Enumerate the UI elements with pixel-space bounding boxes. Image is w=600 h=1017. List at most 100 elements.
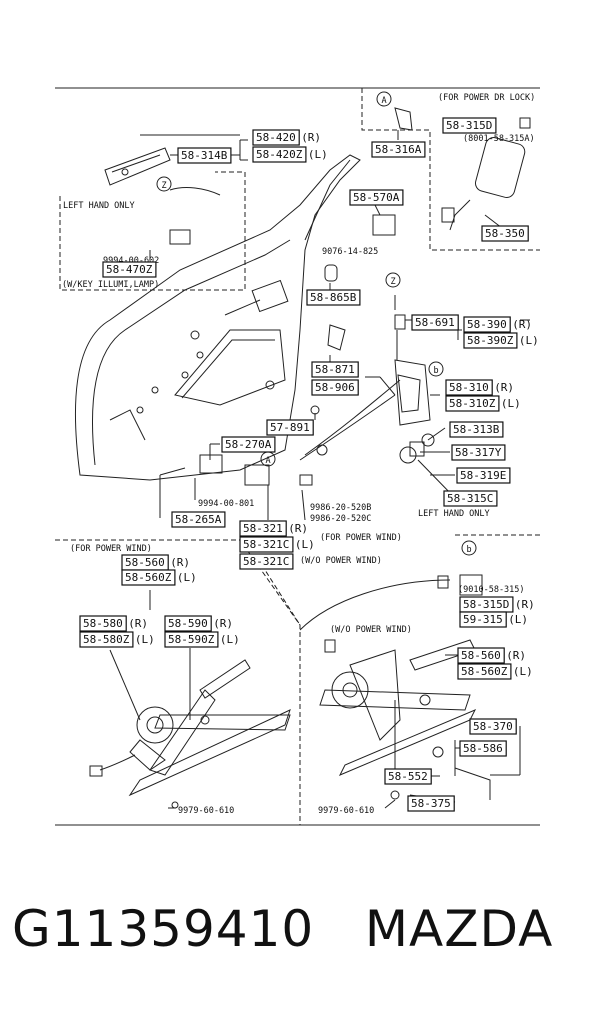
part-label-box [443, 490, 498, 507]
part-label-box [407, 795, 455, 812]
part-label-l15: 58-871 [311, 361, 359, 378]
part-number-text: 58-590 [168, 617, 208, 630]
power-window-section-border [55, 539, 301, 825]
part-label-box [349, 189, 404, 206]
part-label-l14: 58-390Z(L) [463, 332, 539, 349]
part-label-box [459, 611, 507, 628]
part-label-l30: 58-321C(L) [239, 536, 315, 553]
part-number-text: 9986-20-520B [310, 503, 371, 513]
part-label-l23: 58-319E [456, 467, 511, 484]
side-suffix: (R) [506, 649, 526, 662]
part-number-text: 58-470Z [106, 263, 153, 276]
part-number-text: 59-315 [463, 613, 503, 626]
inner-handle [104, 137, 526, 245]
part-number-text: 58-370 [473, 720, 513, 733]
part-number-text: 58-314B [181, 149, 228, 162]
part-number-text: 57-891 [270, 421, 310, 434]
part-label-l45: 58-375 [407, 795, 455, 812]
part-label-l10: 9076-14-825 [322, 247, 378, 257]
part-number-text: 58-319E [460, 469, 506, 482]
part-number-text: 9979-60-610 [318, 806, 374, 816]
part-label-l13: 58-390 (R) [463, 316, 532, 333]
callout-b-2: b [466, 545, 471, 555]
part-label-l4: 9994-00-602 [103, 256, 159, 266]
part-number-text: 58-560Z [125, 571, 172, 584]
part-number-text: 58-375 [411, 797, 451, 810]
part-label-box [252, 129, 300, 146]
callout-b-1: b [433, 366, 438, 376]
part-label-l17: 58-310(R) [445, 379, 514, 396]
note-key-illumi: (W/KEY ILLUMI,LAMP) [62, 280, 159, 290]
note-power-dr-lock: (FOR POWER DR LOCK) [438, 93, 535, 103]
leader-lines [109, 130, 530, 809]
part-number-text: 58-317Y [455, 446, 502, 459]
side-suffix: (R) [512, 318, 532, 331]
part-number-text: 58-321 [243, 522, 283, 535]
part-number-text: 58-906 [315, 381, 355, 394]
part-label-box [449, 421, 504, 438]
part-number-caption: G11359410 MAZDA [12, 900, 554, 958]
part-label-box [469, 718, 517, 735]
part-label-l36: 58-590 (R) [164, 615, 233, 632]
part-label-box [463, 316, 511, 333]
part-number-text: 9994-00-801 [198, 499, 254, 509]
part-label-box [171, 511, 226, 528]
part-label-l12: 58-691 [411, 314, 459, 331]
part-label-box [177, 147, 232, 164]
part-number-text: 58-315D [463, 598, 509, 611]
side-suffix: (L) [295, 538, 315, 551]
part-number-text: 9979-60-610 [178, 806, 234, 816]
part-label-box [239, 536, 294, 553]
part-label-box [445, 379, 493, 396]
part-label-l1: 58-420(R) [252, 129, 321, 146]
part-number-text: 58-560Z [461, 665, 508, 678]
side-suffix: (L) [513, 665, 533, 678]
part-label-box [463, 332, 518, 349]
part-label-l2: 58-420Z(L) [252, 146, 328, 163]
part-number-text: 58-390 [467, 318, 507, 331]
part-label-box [371, 141, 426, 158]
callout-a-1: A [381, 96, 386, 106]
part-number-text: 58-270A [225, 438, 272, 451]
part-number-text: 58-865B [310, 291, 357, 304]
part-label-l21: 58-270A [221, 436, 276, 453]
power-lock-section-border [361, 88, 540, 251]
part-label-box [79, 615, 127, 632]
side-suffix: (L) [135, 633, 155, 646]
part-label-box [445, 395, 500, 412]
part-labels: 58-420(R)58-420Z(L)58-314B9994-00-60258-… [79, 117, 539, 816]
callout-circles: A Z Z b A b [156, 91, 477, 556]
part-number-text: 58-420 [256, 131, 296, 144]
side-suffix: (R) [288, 522, 308, 535]
part-label-l38: 58-315D(R) [459, 596, 535, 613]
part-number-text: 58-560 [461, 649, 501, 662]
part-label-l26: 9986-20-520C [310, 514, 371, 524]
note-part-8001: (8001-58-315A) [463, 134, 535, 144]
side-suffix: (L) [177, 571, 197, 584]
door-panel [74, 154, 361, 481]
part-label-l44: 58-552 [384, 768, 432, 785]
side-suffix: (R) [128, 617, 148, 630]
part-label-l47: 9979-60-610 [318, 806, 374, 816]
part-label-l3: 58-314B [177, 147, 232, 164]
note-power-wind-left: (FOR POWER WIND) [70, 544, 152, 554]
part-number-text: 58-552 [388, 770, 428, 783]
side-suffix: (L) [220, 633, 240, 646]
part-label-box [384, 768, 432, 785]
part-label-l40: 58-560 (R) [457, 647, 526, 664]
callout-z-2: Z [390, 277, 395, 287]
part-number-text: 58-580 [83, 617, 123, 630]
notes: (FOR POWER DR LOCK) (8001-58-315A) LEFT … [62, 93, 535, 635]
door-lock-assembly [299, 330, 435, 464]
part-label-box [239, 553, 294, 570]
note-left-hand-only-2: LEFT HAND ONLY [418, 509, 490, 519]
part-number-text: 58-590Z [168, 633, 215, 646]
part-label-box [451, 444, 506, 461]
note-power-wind-mid: (FOR POWER WIND) [320, 533, 402, 543]
small-parts [199, 107, 531, 800]
part-label-box [164, 615, 212, 632]
part-label-l33: 58-560Z (L) [121, 569, 197, 586]
part-label-box [311, 379, 359, 396]
part-label-l25: 9986-20-520B [310, 503, 371, 513]
side-suffix: (R) [213, 617, 233, 630]
